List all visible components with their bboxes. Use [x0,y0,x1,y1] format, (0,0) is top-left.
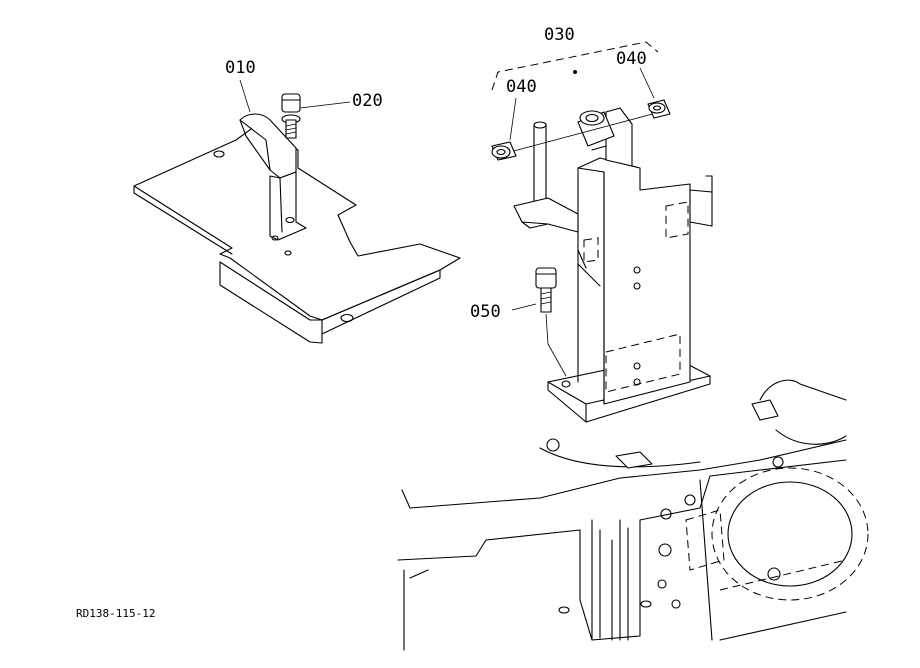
label-040-right: 040 [616,49,647,69]
label-030: 030 [544,25,575,45]
label-020: 020 [352,91,383,111]
label-050: 050 [470,302,501,322]
engine-block [397,379,869,651]
reference-code: RD138-115-12 [76,607,155,620]
spacer-040-right [639,67,671,119]
bracket-030 [491,41,713,423]
bolt-050 [511,267,567,377]
mounting-plate-010 [133,79,461,344]
spacer-040-left [491,97,517,161]
bolt-020 [281,93,351,139]
label-010: 010 [225,58,256,78]
label-040-left: 040 [506,77,537,97]
